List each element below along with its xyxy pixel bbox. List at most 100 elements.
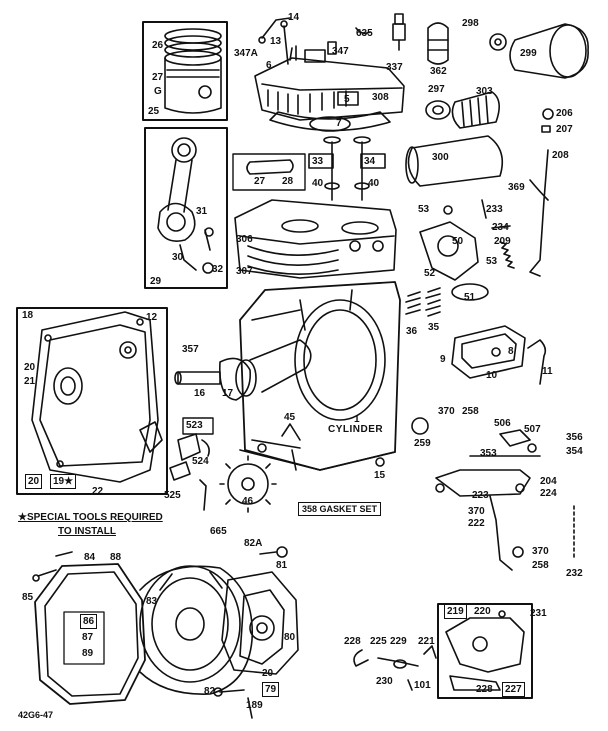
callout-50: 50 <box>452 236 464 247</box>
valve-springs <box>405 287 441 317</box>
callout-35: 35 <box>428 322 440 333</box>
callout-258a: 258 <box>462 406 479 417</box>
tappet-box <box>169 417 214 511</box>
callout-224: 224 <box>540 488 557 499</box>
spark-plug <box>392 13 406 51</box>
callout-524: 524 <box>192 456 209 467</box>
cylinder-head <box>254 45 405 132</box>
armature <box>221 571 299 675</box>
callout-81: 81 <box>276 560 288 571</box>
special-tools-note: ★SPECIAL TOOLS REQUIRED <box>18 512 163 523</box>
throttle-parts <box>411 417 541 457</box>
crankcase-cover-box <box>16 307 168 495</box>
callout-357: 357 <box>182 344 199 355</box>
small-bolts <box>32 546 288 719</box>
callout-box-79: 79 <box>262 682 280 697</box>
callout-362: 362 <box>430 66 447 77</box>
callout-21: 21 <box>24 376 36 387</box>
callout-14: 14 <box>288 12 300 23</box>
cylinder-block <box>234 199 401 471</box>
pin-box <box>232 153 306 191</box>
callout-233: 233 <box>486 204 503 215</box>
governor-linkage <box>419 149 549 301</box>
callout-299: 299 <box>520 48 537 59</box>
callout-g: G <box>154 86 162 97</box>
callout-230: 230 <box>376 676 393 687</box>
callout-303: 303 <box>476 86 493 97</box>
callout-347: 347 <box>332 46 349 57</box>
callout-101: 101 <box>414 680 431 691</box>
callout-84: 84 <box>84 552 96 563</box>
cylinder-label: CYLINDER <box>328 424 384 435</box>
callout-523: 523 <box>186 420 203 431</box>
callout-258b: 258 <box>532 560 549 571</box>
callout-5: 5 <box>344 94 350 105</box>
callout-308: 308 <box>372 92 389 103</box>
callout-347a: 347A <box>234 48 258 59</box>
callout-354: 354 <box>566 446 583 457</box>
callout-16: 16 <box>194 388 206 399</box>
callout-82a: 82A <box>244 538 263 549</box>
callout-40a: 40 <box>312 178 324 189</box>
callout-45: 45 <box>284 412 296 423</box>
callout-259: 259 <box>414 438 431 449</box>
callout-206: 206 <box>556 108 573 119</box>
callout-34: 34 <box>364 156 376 167</box>
callout-525: 525 <box>164 490 181 501</box>
callout-208: 208 <box>552 150 569 161</box>
cam-gear <box>219 423 301 513</box>
callout-306: 306 <box>236 234 253 245</box>
callout-31: 31 <box>196 206 208 217</box>
callout-82: 82 <box>204 686 216 697</box>
callout-506: 506 <box>494 418 511 429</box>
callout-22: 22 <box>92 486 104 497</box>
special-tools-note-line2: TO INSTALL <box>58 526 116 537</box>
callout-box-19: 19★ <box>50 474 77 489</box>
callout-232: 232 <box>566 568 583 579</box>
callout-7: 7 <box>336 118 342 129</box>
brake-box <box>437 603 533 699</box>
callout-box-227: 227 <box>502 682 525 697</box>
callout-10: 10 <box>486 370 498 381</box>
flywheel-housing <box>34 563 254 705</box>
callout-28: 28 <box>282 176 294 187</box>
callout-298: 298 <box>462 18 479 29</box>
callout-204: 204 <box>540 476 557 487</box>
callout-30: 30 <box>172 252 184 263</box>
callout-635: 635 <box>356 28 373 39</box>
callout-26: 26 <box>152 40 164 51</box>
callout-209: 209 <box>494 236 511 247</box>
callout-228a: 228 <box>344 636 361 647</box>
crankshaft <box>174 339 312 401</box>
callout-189: 189 <box>246 700 263 711</box>
callout-27b: 27 <box>254 176 266 187</box>
callout-box-86: 86 <box>80 614 98 629</box>
callout-17: 17 <box>222 388 234 399</box>
callout-225: 225 <box>370 636 387 647</box>
breather <box>451 325 547 385</box>
diagram-code: 42G6-47 <box>18 710 54 720</box>
callout-85: 85 <box>22 592 34 603</box>
callout-46: 46 <box>242 496 254 507</box>
piston-box <box>142 21 228 121</box>
callout-20a: 20 <box>24 362 36 373</box>
callout-83: 83 <box>146 596 158 607</box>
callout-27: 27 <box>152 72 164 83</box>
callout-369: 369 <box>508 182 525 193</box>
callout-box-219: 219 <box>444 604 467 619</box>
callout-300: 300 <box>432 152 449 163</box>
callout-370a: 370 <box>438 406 455 417</box>
callout-223: 223 <box>472 490 489 501</box>
callout-11: 11 <box>542 366 553 377</box>
callout-297: 297 <box>428 84 445 95</box>
conn-rod-box <box>144 127 228 289</box>
callout-220: 220 <box>474 606 491 617</box>
callout-356: 356 <box>566 432 583 443</box>
callout-32: 32 <box>212 264 224 275</box>
callout-15: 15 <box>374 470 386 481</box>
callout-207: 207 <box>556 124 573 135</box>
filters <box>405 91 554 187</box>
callout-box-20: 20 <box>25 474 43 489</box>
callout-307: 307 <box>236 266 253 277</box>
